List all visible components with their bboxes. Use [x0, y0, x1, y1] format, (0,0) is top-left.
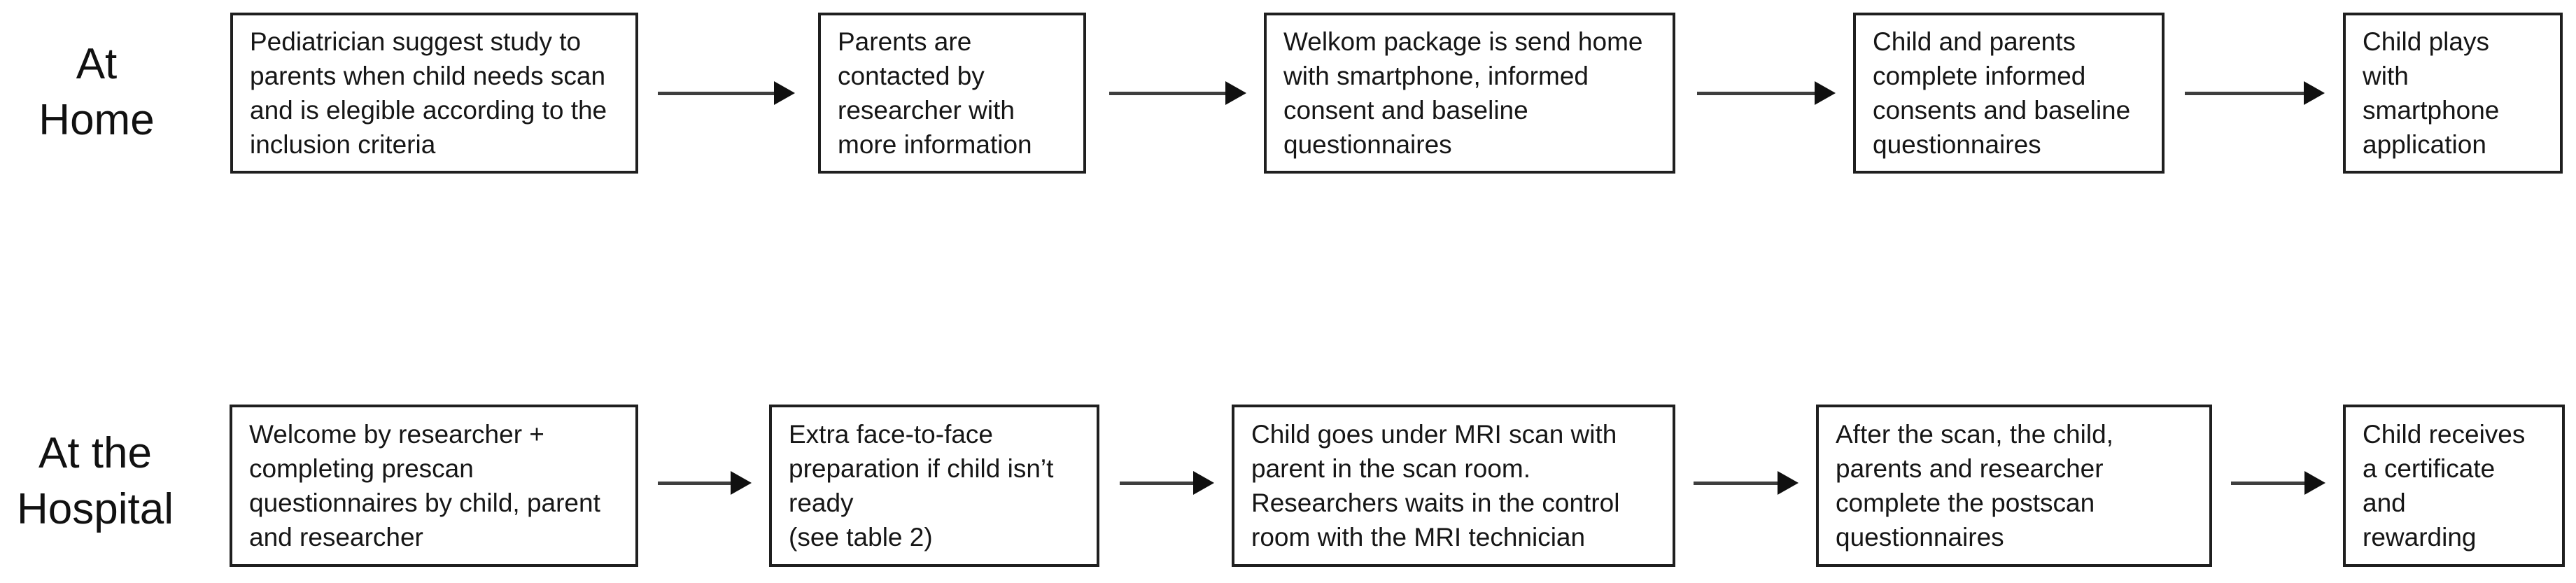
- right-arrow-icon: [658, 471, 752, 495]
- arrow-shaft: [658, 91, 774, 95]
- arrow-head: [1815, 81, 1836, 105]
- arrow-head: [1778, 471, 1799, 495]
- step-welcome-package-text: Welkom package is send home with smartph…: [1283, 27, 1643, 159]
- arrow-shaft: [1109, 91, 1225, 95]
- step-postscan-questionnaires-box: After the scan, the child, parents and r…: [1816, 405, 2212, 567]
- step-certificate-reward-box: Child receives a certificate and rewardi…: [2343, 405, 2565, 567]
- step-mri-scan-box: Child goes under MRI scan with parent in…: [1232, 405, 1675, 567]
- step-referral-text: Pediatrician suggest study to parents wh…: [250, 27, 607, 159]
- step-mri-scan-text: Child goes under MRI scan with parent in…: [1251, 420, 1620, 552]
- right-arrow-icon: [1120, 471, 1214, 495]
- arrow-shaft: [1120, 481, 1193, 485]
- row-label-at-home: At Home: [38, 40, 155, 144]
- step-contact-box: Parents are contacted by researcher with…: [818, 13, 1086, 174]
- row-label-at-the-hospital: At the Hospital: [17, 429, 174, 533]
- arrow-head: [2304, 81, 2325, 105]
- step-extra-preparation-text: Extra face-to-face preparation if child …: [789, 420, 1054, 552]
- arrow-shaft: [658, 481, 731, 485]
- step-hospital-welcome-box: Welcome by researcher + completing presc…: [230, 405, 638, 567]
- step-welcome-package-box: Welkom package is send home with smartph…: [1264, 13, 1675, 174]
- step-certificate-reward-text: Child receives a certificate and rewardi…: [2363, 420, 2526, 552]
- step-informed-consent-text: Child and parents complete informed cons…: [1873, 27, 2131, 159]
- arrow-shaft: [1697, 91, 1815, 95]
- step-referral-box: Pediatrician suggest study to parents wh…: [230, 13, 638, 174]
- step-postscan-questionnaires-text: After the scan, the child, parents and r…: [1836, 420, 2113, 552]
- arrow-shaft: [2185, 91, 2304, 95]
- right-arrow-icon: [658, 81, 795, 105]
- step-informed-consent-box: Child and parents complete informed cons…: [1853, 13, 2165, 174]
- step-contact-text: Parents are contacted by researcher with…: [838, 27, 1032, 159]
- arrow-head: [774, 81, 795, 105]
- arrow-shaft: [1694, 481, 1778, 485]
- step-extra-preparation-box: Extra face-to-face preparation if child …: [769, 405, 1099, 567]
- right-arrow-icon: [1109, 81, 1246, 105]
- step-app-play-box: Child plays with smartphone application: [2343, 13, 2563, 174]
- arrow-head: [731, 471, 752, 495]
- right-arrow-icon: [1697, 81, 1836, 105]
- step-hospital-welcome-text: Welcome by researcher + completing presc…: [249, 420, 600, 552]
- right-arrow-icon: [1694, 471, 1799, 495]
- arrow-head: [2304, 471, 2325, 495]
- right-arrow-icon: [2231, 471, 2325, 495]
- right-arrow-icon: [2185, 81, 2325, 105]
- step-app-play-text: Child plays with smartphone application: [2363, 27, 2500, 159]
- arrow-head: [1225, 81, 1246, 105]
- arrow-head: [1193, 471, 1214, 495]
- arrow-shaft: [2231, 481, 2304, 485]
